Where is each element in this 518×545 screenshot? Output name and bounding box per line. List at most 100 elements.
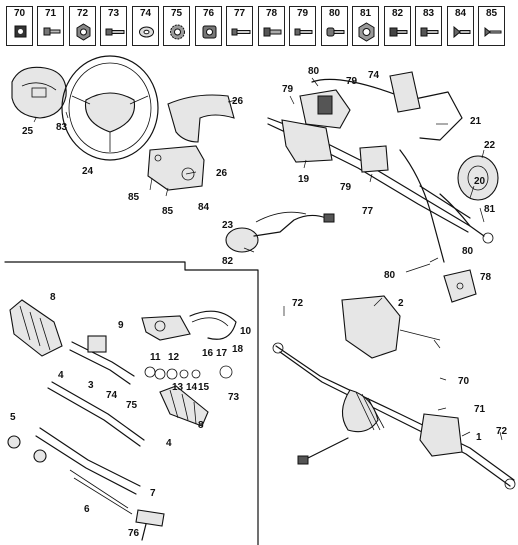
legend-cell-73: 73 — [100, 6, 127, 46]
legend-cell-78: 78 — [258, 6, 285, 46]
steering-wheel — [61, 55, 159, 161]
callout-11: 11 — [150, 352, 161, 363]
callout-77: 77 — [362, 206, 374, 217]
callout-79-top: 79 — [346, 76, 358, 87]
long-bolt-icon — [105, 28, 125, 36]
callout-15: 15 — [198, 382, 210, 393]
callout-80-lower: 80 — [384, 270, 396, 281]
legend-number: 76 — [202, 8, 215, 19]
hex-bolt-icon — [389, 27, 408, 37]
callout-23: 23 — [222, 220, 234, 231]
stud-bolt-icon — [231, 28, 251, 36]
legend-number: 74 — [139, 8, 152, 19]
legend-number: 73 — [107, 8, 120, 19]
legend-cell-80: 80 — [321, 6, 348, 46]
rack-housing — [69, 335, 135, 385]
washer-icon — [139, 26, 154, 38]
callout-82: 82 — [222, 256, 234, 267]
callout-75: 75 — [126, 400, 138, 411]
self-tapping-screw-icon — [453, 25, 471, 39]
legend-number: 75 — [170, 8, 183, 19]
legend-number: 70 — [13, 8, 26, 19]
lock-washer-icon — [170, 24, 185, 40]
bolt-icon — [43, 27, 61, 36]
legend-number: 81 — [359, 8, 372, 19]
legend-number: 83 — [422, 8, 435, 19]
callout-10: 10 — [240, 326, 252, 337]
large-hex-nut-icon — [358, 22, 375, 42]
legend-number: 78 — [265, 8, 278, 19]
legend-cell-79: 79 — [289, 6, 316, 46]
rack-boot-lower — [159, 385, 209, 427]
callout-4-lower: 4 — [166, 438, 172, 449]
legend-cell-71: 71 — [37, 6, 64, 46]
callout-7: 7 — [150, 488, 156, 499]
seal-kit — [144, 365, 233, 380]
callout-8-lower: 8 — [198, 420, 204, 431]
callout-76: 76 — [128, 528, 140, 539]
column-lower-shaft — [419, 185, 494, 244]
flange-nut-icon — [202, 25, 217, 39]
callout-17: 17 — [216, 348, 228, 359]
valve-body — [141, 315, 191, 341]
callout-19: 19 — [298, 174, 310, 185]
callout-72-right: 72 — [496, 426, 508, 437]
callout-70: 70 — [458, 376, 470, 387]
callout-9: 9 — [118, 320, 124, 331]
callout-labels: 25 83 24 26 26 85 85 84 80 79 74 79 21 1… — [10, 66, 508, 539]
airbag-module — [11, 66, 67, 119]
callout-85-left: 85 — [128, 192, 140, 203]
callout-80-right: 80 — [462, 246, 474, 257]
legend-cell-85: 85 — [478, 6, 505, 46]
callout-74-inset: 74 — [106, 390, 118, 401]
legend-number: 72 — [76, 8, 89, 19]
steering-column-shroud-lower — [147, 145, 205, 191]
legend-number: 80 — [328, 8, 341, 19]
legend-number: 79 — [296, 8, 309, 19]
inset-panel-border — [4, 261, 259, 545]
callout-12: 12 — [168, 352, 180, 363]
pan-head-screw-icon — [326, 27, 345, 37]
rack-bar — [47, 381, 145, 447]
square-nut-icon — [14, 25, 27, 38]
callout-8-upper: 8 — [50, 292, 56, 303]
legend-cell-82: 82 — [384, 6, 411, 46]
inner-joint — [7, 435, 47, 463]
legend-cell-76: 76 — [195, 6, 222, 46]
callout-1: 1 — [476, 432, 482, 443]
callout-3: 3 — [88, 380, 94, 391]
callout-79-left: 79 — [282, 84, 294, 95]
callout-84: 84 — [198, 202, 210, 213]
callout-16: 16 — [202, 348, 214, 359]
callout-5: 5 — [10, 412, 16, 423]
steering-column-shroud-upper — [167, 94, 235, 143]
callout-22: 22 — [484, 140, 496, 151]
callout-2: 2 — [398, 298, 404, 309]
legend-number: 84 — [454, 8, 467, 19]
legend-cell-70: 70 — [6, 6, 33, 46]
callout-72-left: 72 — [292, 298, 304, 309]
screw-icon — [294, 28, 313, 36]
callout-26-lower: 26 — [216, 168, 228, 179]
ignition-switch — [225, 211, 335, 253]
legend-number: 77 — [233, 8, 246, 19]
legend-cell-77: 77 — [226, 6, 253, 46]
legend-number: 82 — [391, 8, 404, 19]
callout-73: 73 — [228, 392, 240, 403]
callout-14: 14 — [186, 382, 198, 393]
rack-boot-upper — [9, 299, 63, 357]
callout-4-upper: 4 — [58, 370, 64, 381]
callout-24: 24 — [82, 166, 94, 177]
legend-cell-84: 84 — [447, 6, 474, 46]
tie-rods — [35, 427, 141, 515]
steering-rack-assembly — [272, 342, 516, 490]
callout-26-upper: 26 — [232, 96, 244, 107]
legend-cell-75: 75 — [163, 6, 190, 46]
legend-cell-72: 72 — [69, 6, 96, 46]
callout-71: 71 — [474, 404, 486, 415]
leader-lines — [33, 77, 503, 441]
threaded-bolt-icon — [263, 27, 282, 37]
steering-column — [267, 71, 471, 263]
outer-tie-rod-end — [135, 509, 165, 541]
callout-25: 25 — [22, 126, 34, 137]
